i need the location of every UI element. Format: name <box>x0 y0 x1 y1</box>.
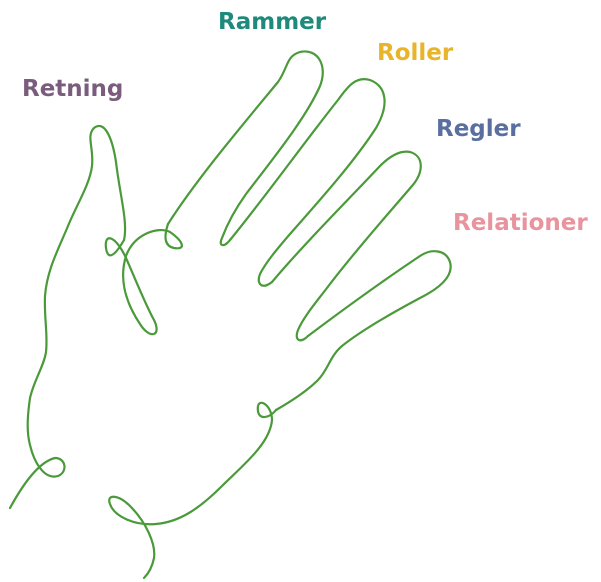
hand-stroke-group <box>10 51 451 578</box>
label-regler: Regler <box>436 118 521 141</box>
label-retning: Retning <box>22 78 123 101</box>
finger-little <box>276 251 451 410</box>
label-relationer: Relationer <box>453 212 588 235</box>
palm-edge <box>109 403 276 578</box>
thumb-curve <box>106 224 182 334</box>
label-roller: Roller <box>377 42 453 65</box>
wrist-line <box>10 126 125 508</box>
finger-ring <box>272 152 421 341</box>
label-rammer: Rammer <box>218 11 326 34</box>
